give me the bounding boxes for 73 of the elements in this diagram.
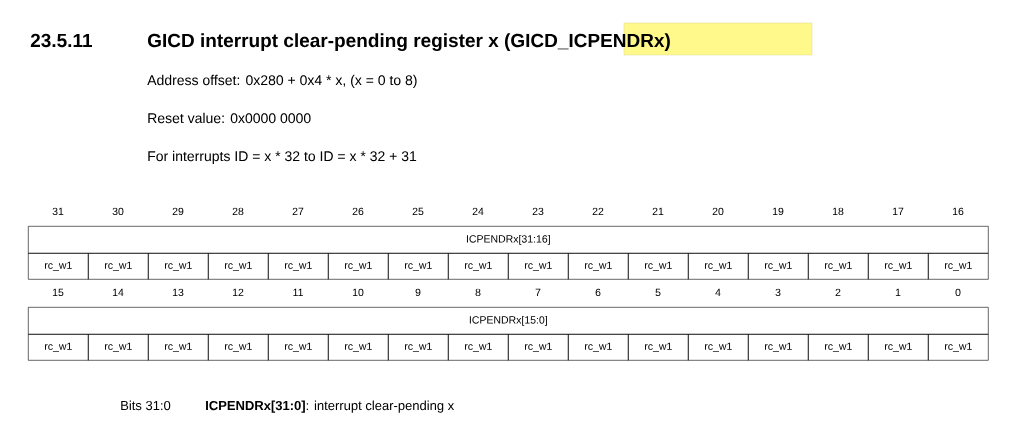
table-cell: rc_w1 — [688, 253, 749, 280]
bit-number: 5 — [655, 288, 661, 297]
bit-number: 7 — [535, 288, 541, 296]
table-cell: rc_w1 — [268, 253, 329, 280]
table-cell: rc_w1 — [508, 253, 569, 280]
table-cell: rc_w1 — [28, 253, 89, 280]
table-cell: rc_w1 — [868, 334, 929, 361]
table-cell: rc_w1 — [448, 253, 509, 280]
bit-number: 30 — [112, 207, 124, 216]
table-cell: rc_w1 — [808, 253, 869, 280]
table-cell: rc_w1 — [688, 334, 749, 361]
table-cell: rc_w1 — [148, 253, 209, 280]
bit-number: 18 — [832, 207, 844, 216]
bit-number: 8 — [475, 288, 481, 297]
bit-number: 17 — [892, 207, 904, 215]
table-cell: rc_w1 — [448, 334, 509, 361]
table-cell: rc_w1 — [928, 334, 989, 361]
bit-number: 22 — [592, 207, 604, 215]
bit-number: 13 — [172, 288, 184, 297]
bit-number: 2 — [835, 288, 841, 296]
bit-number: 6 — [595, 288, 601, 297]
table-cell: rc_w1 — [568, 334, 629, 361]
table-cell: rc_w1 — [148, 334, 209, 361]
table-cell: rc_w1 — [208, 253, 269, 280]
table-cell: rc_w1 — [508, 334, 569, 361]
bit-number: 16 — [952, 207, 964, 216]
bit-number: 3 — [775, 288, 781, 297]
heading: GICD interrupt clear-pending register x (GICD_ICPENDRx) — [148, 33, 670, 52]
table-cell: rc_w1 — [328, 253, 389, 280]
bit-number: 20 — [712, 207, 724, 216]
bit-number: 25 — [412, 207, 424, 216]
bit-number: 11 — [293, 288, 303, 296]
bit-number: 15 — [52, 288, 64, 297]
table-cell: rc_w1 — [568, 253, 629, 280]
bit-number: 19 — [772, 207, 784, 216]
register-note: Address offset: 0x280 + 0x4 * x, (x = 0 to 8) — [147, 74, 417, 88]
bit-number: 21 — [652, 207, 664, 215]
bit-number: 29 — [172, 207, 184, 216]
bit-number: 26 — [352, 207, 364, 216]
bit-number: 4 — [715, 288, 721, 296]
bit-number: 0 — [955, 288, 961, 297]
table-cell: rc_w1 — [268, 334, 329, 361]
register-note: Reset value: 0x0000 0000 — [148, 112, 311, 124]
table-cell: rc_w1 — [868, 253, 929, 280]
table-cell: rc_w1 — [88, 253, 149, 280]
bit-range: Bits 31:0 — [121, 400, 171, 411]
bit-number: 27 — [292, 207, 304, 215]
table-cell: rc_w1 — [328, 334, 389, 361]
bit-number: 31 — [52, 207, 64, 216]
bit-number: 12 — [232, 288, 244, 296]
field-description: ICPENDRx[31:0]: interrupt clear-pending x — [206, 400, 455, 413]
table-cell: rc_w1 — [388, 334, 449, 361]
bit-number: 24 — [472, 207, 484, 215]
bit-number: 28 — [232, 207, 244, 216]
register-note: For interrupts ID = x * 32 to ID = x * 32 + 31 — [148, 150, 417, 164]
table-cell: rc_w1 — [88, 334, 149, 361]
table-cell: rc_w1 — [388, 253, 449, 280]
table-cell: rc_w1 — [28, 334, 89, 361]
bit-number: 23 — [532, 207, 544, 216]
bit-number: 9 — [415, 288, 421, 297]
table-cell: ICPENDRx[15:0] — [28, 307, 989, 335]
table-cell: rc_w1 — [628, 334, 689, 361]
table-cell: rc_w1 — [628, 253, 689, 280]
table-cell: rc_w1 — [928, 253, 989, 280]
table-cell: rc_w1 — [808, 334, 869, 361]
table-cell: ICPENDRx[31:16] — [28, 226, 989, 254]
bit-number: 1 — [895, 288, 901, 296]
bit-number: 14 — [112, 288, 124, 296]
section-number: 23.5.11 — [30, 33, 92, 48]
table-cell: rc_w1 — [748, 253, 809, 280]
table-cell: rc_w1 — [208, 334, 269, 361]
bit-number: 10 — [352, 288, 364, 297]
table-cell: rc_w1 — [748, 334, 809, 361]
